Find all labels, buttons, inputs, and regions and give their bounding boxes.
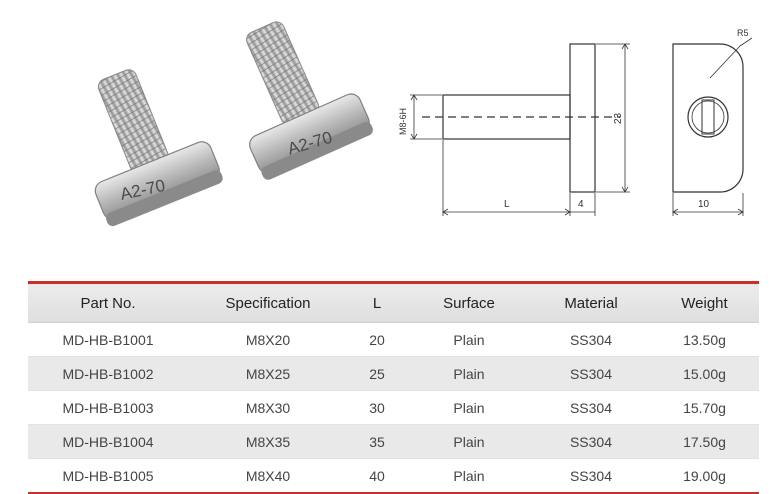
- table-row: MD-HB-B1002 M8X25 25 Plain SS304 15.00g: [28, 356, 759, 391]
- header-specification: Specification: [188, 282, 348, 323]
- cell-surface: Plain: [406, 356, 532, 391]
- cell-part-no: MD-HB-B1005: [28, 458, 188, 494]
- length-label: L: [504, 199, 510, 210]
- thread-size-label: M8-6H: [398, 108, 408, 135]
- header-surface: Surface: [406, 282, 532, 323]
- cell-specification: M8X40: [188, 458, 348, 494]
- cell-material: SS304: [532, 322, 650, 357]
- cell-specification: M8X30: [188, 390, 348, 425]
- cell-weight: 15.00g: [650, 356, 759, 391]
- cell-part-no: MD-HB-B1003: [28, 390, 188, 425]
- cell-surface: Plain: [406, 458, 532, 494]
- header-weight: Weight: [650, 282, 759, 323]
- width-label: 10: [698, 199, 710, 210]
- cell-length: 35: [348, 424, 406, 459]
- cell-part-no: MD-HB-B1002: [28, 356, 188, 391]
- head-end-view: [672, 43, 744, 193]
- cell-specification: M8X20: [188, 322, 348, 357]
- header-material: Material: [532, 282, 650, 323]
- cell-material: SS304: [532, 390, 650, 425]
- cell-weight: 17.50g: [650, 424, 759, 459]
- cell-specification: M8X25: [188, 356, 348, 391]
- product-photo: A2-70 A2-70: [0, 0, 380, 270]
- cell-material: SS304: [532, 424, 650, 459]
- cell-part-no: MD-HB-B1004: [28, 424, 188, 459]
- cell-material: SS304: [532, 356, 650, 391]
- cell-length: 25: [348, 356, 406, 391]
- cell-surface: Plain: [406, 390, 532, 425]
- cell-part-no: MD-HB-B1001: [28, 322, 188, 357]
- thread-end-circle: [687, 96, 729, 138]
- header-length: L: [348, 282, 406, 323]
- radius-label: R5: [737, 28, 749, 38]
- cell-surface: Plain: [406, 322, 532, 357]
- table-header-row: Part No. Specification L Surface Materia…: [28, 282, 759, 323]
- spec-table: Part No. Specification L Surface Materia…: [28, 281, 759, 494]
- height-label: 23: [613, 112, 624, 124]
- cell-length: 30: [348, 390, 406, 425]
- technical-drawing: M8-6H L 4 23 R5 10: [380, 0, 782, 270]
- head-thickness-label: 4: [578, 199, 584, 210]
- cell-weight: 15.70g: [650, 390, 759, 425]
- table-row: MD-HB-B1003 M8X30 30 Plain SS304 15.70g: [28, 390, 759, 425]
- cell-surface: Plain: [406, 424, 532, 459]
- header-part-no: Part No.: [28, 282, 188, 323]
- head-outline: [569, 43, 596, 193]
- cell-weight: 19.00g: [650, 458, 759, 494]
- cell-material: SS304: [532, 458, 650, 494]
- cell-length: 40: [348, 458, 406, 494]
- table-row: MD-HB-B1005 M8X40 40 Plain SS304 19.00g: [28, 458, 759, 494]
- right-bolt: A2-70: [246, 21, 373, 180]
- cell-weight: 13.50g: [650, 322, 759, 357]
- table-row: MD-HB-B1004 M8X35 35 Plain SS304 17.50g: [28, 424, 759, 459]
- left-bolt: A2-70: [94, 69, 223, 227]
- cell-specification: M8X35: [188, 424, 348, 459]
- table-row: MD-HB-B1001 M8X20 20 Plain SS304 13.50g: [28, 322, 759, 357]
- cell-length: 20: [348, 322, 406, 357]
